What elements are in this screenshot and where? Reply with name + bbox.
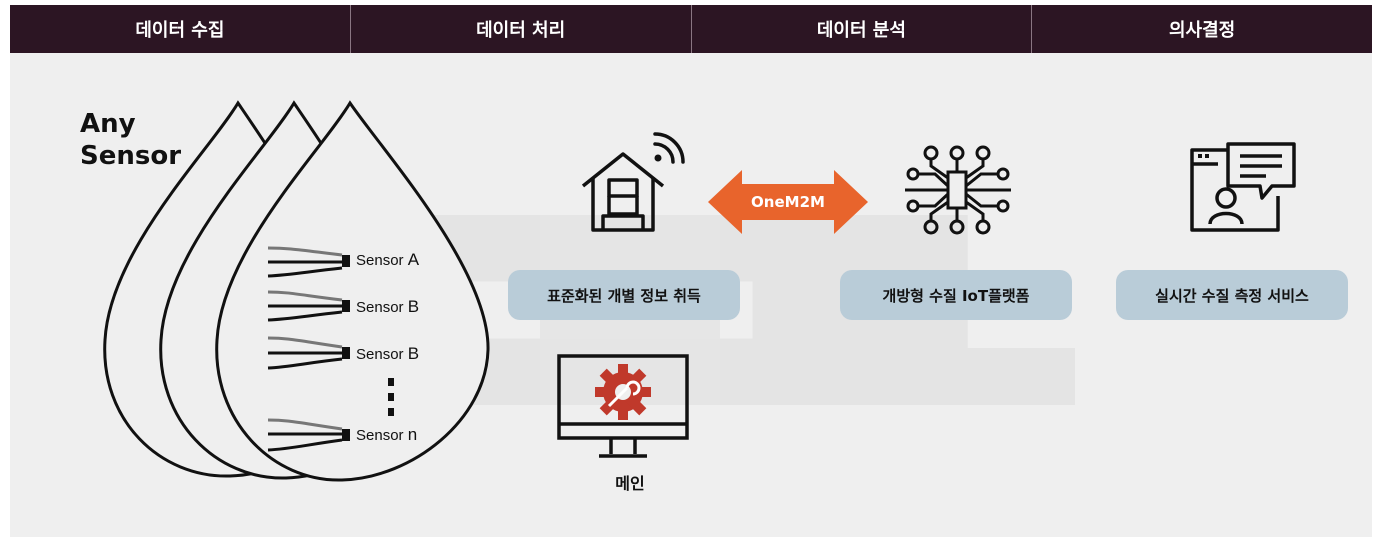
sensor-label-n: Sensor n	[356, 425, 417, 445]
onem2m-connector-arrow	[708, 170, 868, 234]
pill-standardized-info: 표준화된 개별 정보 취득	[508, 270, 740, 320]
user-chat-browser-icon	[1190, 142, 1296, 232]
header-data-analysis: 데이터 분석	[692, 5, 1033, 53]
circuit-chip-icon	[905, 145, 1011, 235]
sensor-prefix: Sensor	[356, 252, 408, 269]
main-label: 메인	[615, 474, 645, 493]
header-data-processing: 데이터 처리	[351, 5, 692, 53]
sensor-label-b: Sensor B	[356, 297, 419, 317]
sensor-prefix: Sensor	[356, 299, 408, 316]
pill-open-iot-platform: 개방형 수질 IoT플랫폼	[840, 270, 1072, 320]
house-wifi-icon	[581, 132, 685, 232]
droplet-front	[215, 100, 490, 482]
sensor-id: n	[407, 425, 418, 444]
sensor-id: A	[407, 250, 420, 269]
sensor-id: B	[407, 297, 420, 316]
sensor-prefix: Sensor	[356, 346, 408, 363]
sensor-cable	[267, 246, 350, 278]
sensor-cables	[267, 246, 394, 452]
any-sensor-line1: Any	[80, 109, 136, 139]
sensor-prefix: Sensor	[356, 427, 408, 444]
sensor-id: B	[407, 344, 420, 363]
ellipsis-dots	[388, 378, 394, 416]
any-sensor-title: Any Sensor	[80, 108, 181, 172]
sensor-label-b2: Sensor B	[356, 344, 419, 364]
sensor-cable	[267, 290, 350, 322]
pill-realtime-service: 실시간 수질 측정 서비스	[1116, 270, 1348, 320]
header-bar: 데이터 수집 데이터 처리 데이터 분석 의사결정	[10, 5, 1372, 53]
sensor-cable	[267, 418, 350, 452]
header-data-collection: 데이터 수집	[10, 5, 351, 53]
sensor-label-a: Sensor A	[356, 250, 419, 270]
monitor-gear-icon	[557, 354, 689, 458]
any-sensor-line2: Sensor	[80, 141, 182, 171]
onem2m-label: OneM2M	[751, 193, 825, 211]
sensor-cable	[267, 336, 350, 370]
header-decision: 의사결정	[1169, 20, 1236, 41]
